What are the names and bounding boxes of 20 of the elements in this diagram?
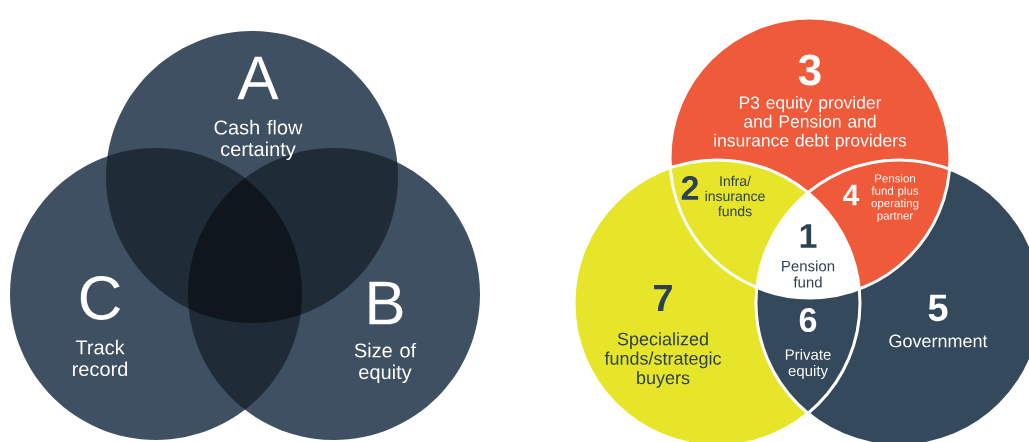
region-number: 3 xyxy=(798,54,821,86)
circle-letter: A xyxy=(237,56,279,100)
region-label: Pension fund xyxy=(782,260,835,288)
region-label: Government xyxy=(889,334,988,348)
region-label: Pension fund plus operating partner xyxy=(871,174,919,222)
region-label: Specialized funds/strategic buyers xyxy=(604,332,722,388)
region-label: P3 equity provider and Pension and insurance debt providers xyxy=(714,95,907,151)
region-number: 4 xyxy=(843,184,860,206)
region-number: 5 xyxy=(928,294,948,322)
region-label: Private equity xyxy=(785,348,831,380)
circle-letter: B xyxy=(369,281,403,325)
circle-letter: C xyxy=(80,276,121,320)
region-number: 6 xyxy=(799,307,817,332)
region-number: 7 xyxy=(654,284,672,312)
region-number: 1 xyxy=(800,224,817,248)
region-label: Infra/ insurance funds xyxy=(705,175,765,217)
circle-label: Track record xyxy=(73,339,128,377)
circle-label: Size of equity xyxy=(354,342,417,384)
region-number: 2 xyxy=(681,176,699,200)
circle-label: Cash flow certainty xyxy=(214,119,303,161)
